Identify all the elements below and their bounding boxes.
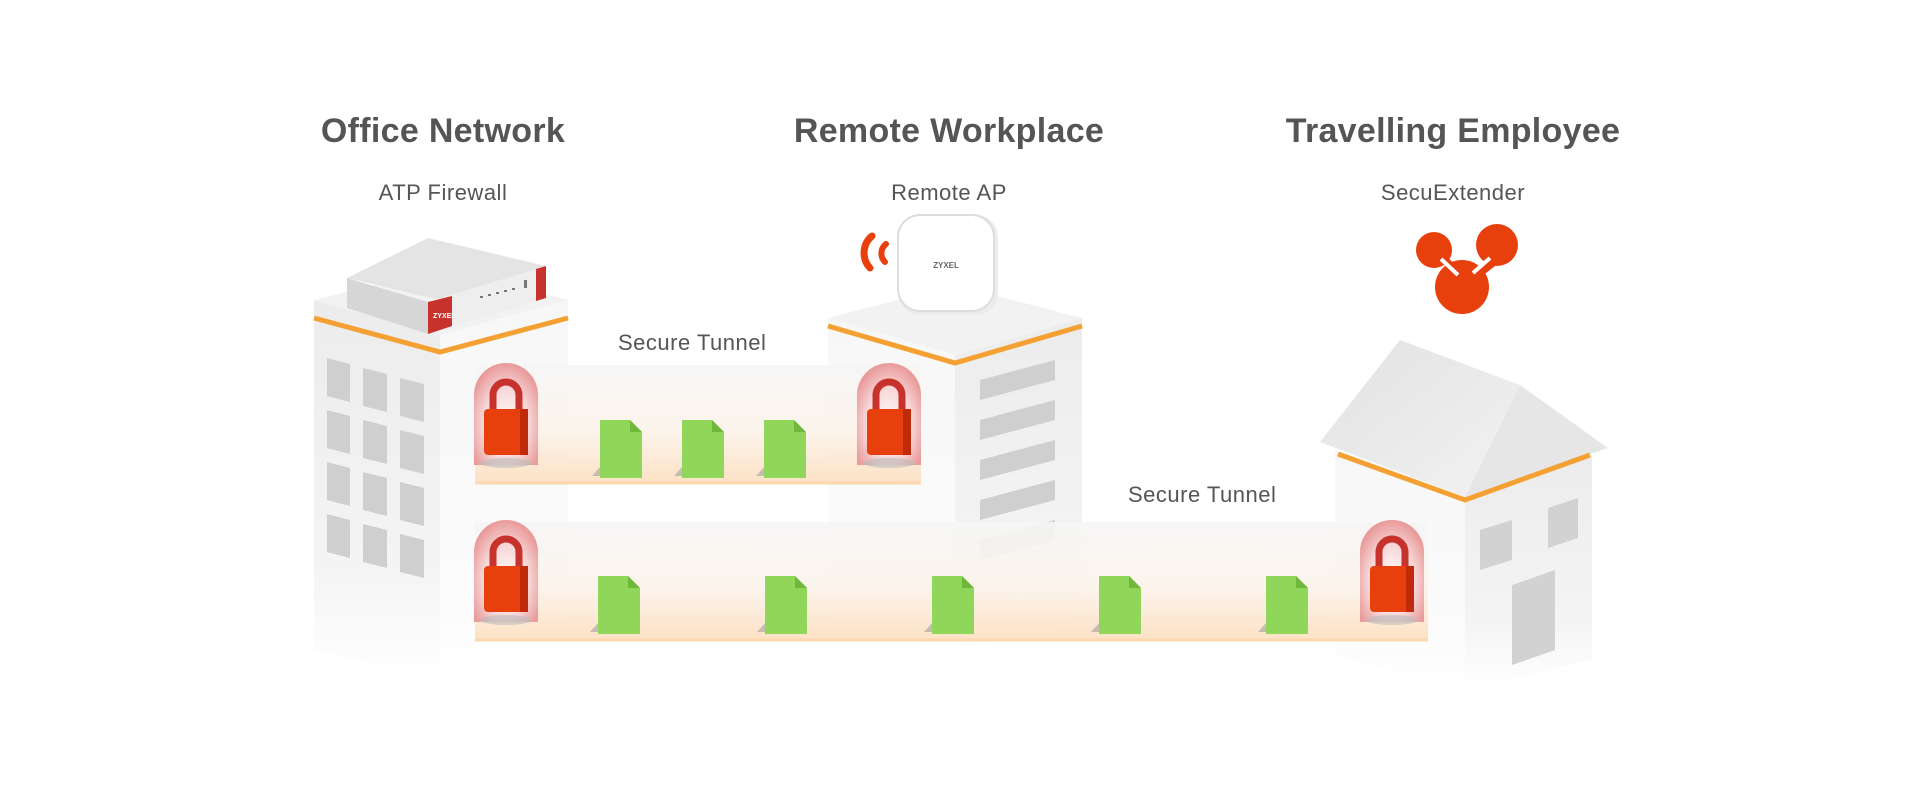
- secuextender-label: SecuExtender: [1380, 180, 1526, 205]
- remote-workplace-title: Remote Workplace: [793, 112, 1105, 150]
- lower-tunnel-label: Secure Tunnel: [1128, 482, 1277, 507]
- padlock-icon: [857, 363, 921, 468]
- file-icon: [590, 576, 640, 634]
- file-icon: [674, 420, 724, 478]
- upper-tunnel-label: Secure Tunnel: [618, 330, 767, 355]
- padlock-icon: [1360, 520, 1424, 625]
- device-brand-label: ZYXEL: [433, 313, 456, 320]
- remote-ap-label: Remote AP: [891, 180, 1007, 205]
- atp-firewall-device: ZYXEL: [347, 238, 546, 334]
- padlock-icon: [474, 363, 538, 468]
- travelling-employee-title: Travelling Employee: [1285, 112, 1621, 150]
- file-icon: [1258, 576, 1308, 634]
- file-icon: [1091, 576, 1141, 634]
- padlock-icon: [474, 520, 538, 625]
- file-icon: [592, 420, 642, 478]
- file-icon: [757, 576, 807, 634]
- wifi-signal-icon: [860, 232, 889, 272]
- file-icon: [756, 420, 806, 478]
- atp-firewall-label: ATP Firewall: [378, 180, 508, 205]
- ap-brand-label: ZYXEL: [933, 261, 959, 270]
- connection-nodes-icon: [1416, 224, 1518, 314]
- file-icon: [924, 576, 974, 634]
- remote-ap-device: ZYXEL: [897, 214, 998, 315]
- office-network-title: Office Network: [320, 112, 566, 150]
